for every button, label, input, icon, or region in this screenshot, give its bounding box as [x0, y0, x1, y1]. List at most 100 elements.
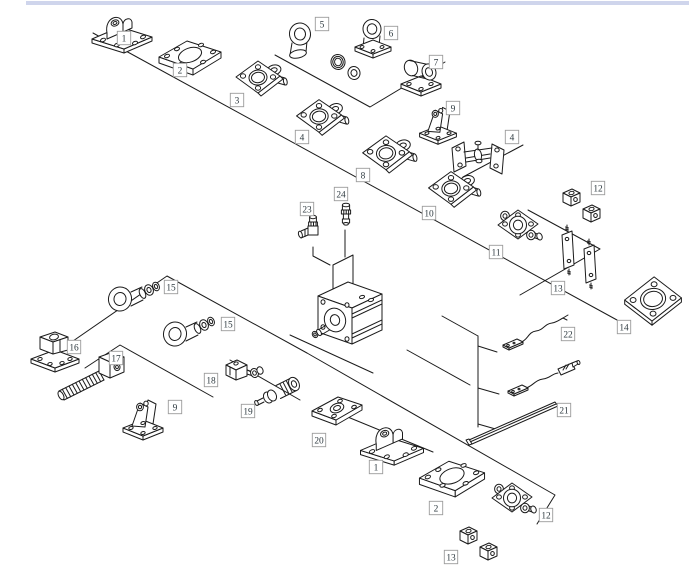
callout-number: 13 [446, 553, 456, 563]
callout-2: 2 [428, 500, 444, 516]
callout-number: 23 [302, 205, 312, 215]
part-swivel-flange-11 [498, 210, 543, 241]
callout-number: 13 [553, 284, 563, 294]
leader-line [313, 247, 330, 265]
callout-24: 24 [333, 186, 349, 202]
callout-box [443, 549, 459, 565]
callout-box [163, 279, 179, 295]
callout-number: 16 [69, 343, 79, 353]
part-flange-8 [363, 136, 418, 173]
part-clevis-flange-3 [236, 61, 288, 96]
callout-box [240, 403, 256, 419]
callout-number: 22 [563, 330, 573, 340]
leader-line [520, 210, 600, 295]
part-clevis-foot-9-bottom [123, 400, 163, 440]
callout-number: 14 [619, 323, 629, 333]
callout-18: 18 [203, 372, 219, 388]
part-elbow-fitting-23 [298, 215, 318, 238]
callout-number: 7 [434, 58, 439, 68]
callout-box [428, 500, 444, 516]
callout-1: 1 [116, 30, 132, 46]
part-sensor-cable-22b [508, 360, 580, 396]
callout-box [116, 30, 132, 46]
top-accent-bar [26, 1, 689, 5]
callout-1: 1 [368, 459, 384, 475]
part-mounting-plates-13 [562, 225, 596, 289]
callout-box [368, 459, 384, 475]
part-rod-eye-15a [106, 281, 160, 313]
leader-line [442, 316, 478, 336]
leader-line [478, 346, 497, 352]
part-flange-4-top [297, 100, 350, 136]
callout-box [167, 399, 183, 415]
callout-12: 12 [590, 180, 606, 196]
callout-22: 22 [560, 326, 576, 342]
callout-box [108, 350, 124, 366]
callout-box [445, 100, 461, 116]
callout-number: 19 [243, 407, 253, 417]
callout-box [560, 326, 576, 342]
callout-5: 5 [314, 16, 330, 32]
callout-box [488, 244, 504, 260]
callout-21: 21 [556, 402, 572, 418]
callout-number: 4 [510, 133, 515, 143]
part-foot-block-16 [31, 332, 79, 372]
callout-4: 4 [294, 129, 310, 145]
callout-8: 8 [355, 167, 371, 183]
callout-19: 19 [240, 403, 256, 419]
callout-number: 2 [178, 66, 183, 76]
part-cylinder-body [311, 282, 382, 344]
callout-box [556, 402, 572, 418]
callout-12: 12 [538, 507, 554, 523]
callout-box [314, 16, 330, 32]
callout-box [355, 167, 371, 183]
callout-number: 1 [122, 34, 127, 44]
callout-box [538, 507, 554, 523]
callout-number: 12 [541, 511, 551, 521]
callout-16: 16 [66, 339, 82, 355]
part-flange-plate-20 [312, 397, 362, 425]
part-trunnion-mount-7 [401, 58, 441, 96]
part-sensor-cable-22a [503, 315, 568, 350]
callout-box [333, 186, 349, 202]
callout-number: 11 [491, 248, 500, 258]
callout-box [172, 62, 188, 78]
callout-number: 10 [424, 209, 434, 219]
part-rod-eye-15b [161, 316, 215, 348]
callout-number: 20 [314, 436, 324, 446]
part-sensor-blocks-13-bottom [460, 527, 497, 560]
callout-15: 15 [163, 279, 179, 295]
callout-4: 4 [504, 129, 520, 145]
part-flange-14 [625, 277, 682, 325]
parts [31, 17, 681, 560]
callout-box [299, 201, 315, 217]
callout-box [616, 319, 632, 335]
callout-13: 13 [443, 549, 459, 565]
leader-line [478, 388, 499, 394]
part-straight-fitting-24 [341, 203, 350, 225]
leader-line [93, 33, 617, 320]
callout-13: 13 [550, 280, 566, 296]
callout-box [311, 432, 327, 448]
callout-box [383, 25, 399, 41]
callout-number: 15 [223, 320, 233, 330]
callout-20: 20 [311, 432, 327, 448]
part-spherical-bearings [330, 53, 362, 80]
callout-11: 11 [488, 244, 504, 260]
callout-number: 12 [593, 184, 603, 194]
callout-3: 3 [229, 92, 245, 108]
callout-box [421, 205, 437, 221]
part-eye-bracket-6 [355, 19, 391, 58]
part-foot-bracket-1-bottom [361, 428, 424, 465]
callout-box [220, 316, 236, 332]
part-hinge-mount-4 [452, 141, 504, 174]
callout-box [66, 339, 82, 355]
callout-6: 6 [383, 25, 399, 41]
callout-box [590, 180, 606, 196]
callout-number: 2 [434, 504, 439, 514]
part-rod-eye-5 [288, 22, 312, 60]
callout-15: 15 [220, 316, 236, 332]
callout-17: 17 [108, 350, 124, 366]
